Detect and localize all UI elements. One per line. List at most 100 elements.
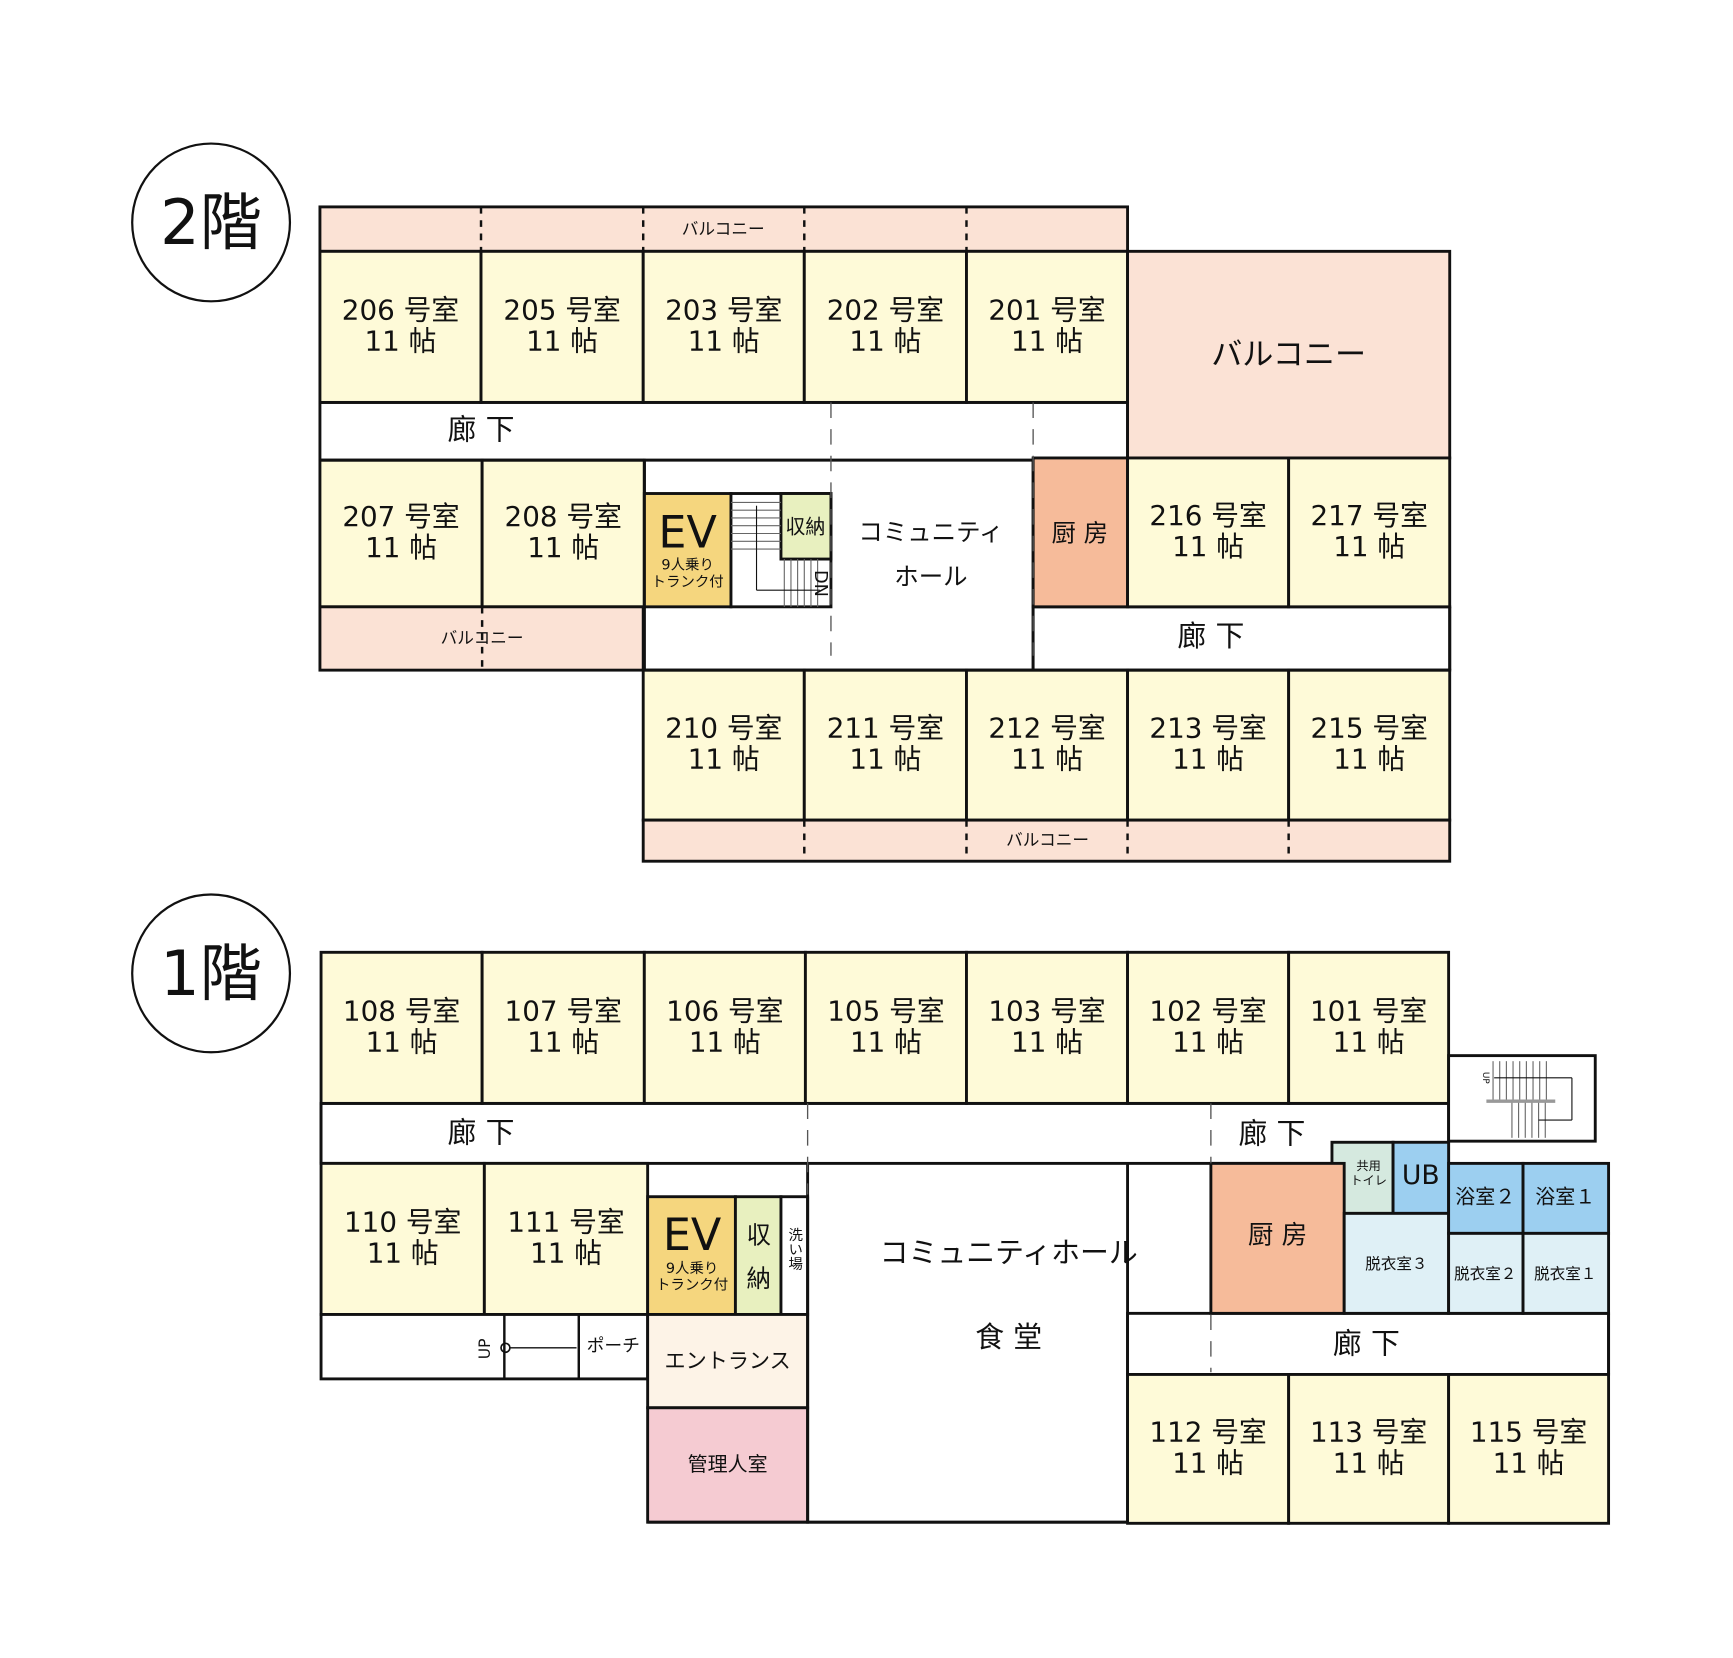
floor-2-badge — [131, 142, 292, 303]
room-number: 216 号室 — [1149, 499, 1266, 532]
room-number: 108 号室 — [343, 994, 460, 1027]
stairs-1f — [1447, 1054, 1597, 1143]
corridor-label: 廊 下 — [448, 412, 515, 446]
elevator-label: EV — [663, 1210, 722, 1261]
room-number: 105 号室 — [827, 994, 944, 1027]
elevator-note: トランク付 — [652, 573, 724, 590]
community-hall-1f — [806, 1101, 1130, 1524]
room-number: 107 号室 — [505, 994, 622, 1027]
manager-room-label: 管理人室 — [688, 1452, 768, 1476]
room-number: 106 号室 — [666, 994, 783, 1027]
elevator-note: 9人乗り — [661, 557, 714, 574]
storage-1f — [733, 1195, 783, 1316]
room-7 — [1126, 456, 1291, 609]
room-size: 11 帖 — [1333, 530, 1405, 563]
storage-label: 収 — [747, 1221, 771, 1250]
elevator-label: EV — [658, 508, 717, 559]
dressing-room-label: 脱衣室１ — [1534, 1265, 1596, 1283]
room-0 — [318, 249, 483, 404]
stairs-dn-label: DN — [810, 570, 830, 597]
room-number: 215 号室 — [1311, 712, 1428, 745]
corridor-label: 廊 下 — [448, 1115, 515, 1149]
corridor-label: 廊 下 — [1177, 619, 1244, 653]
room-11 — [965, 668, 1130, 822]
room-number: 111 号室 — [507, 1205, 624, 1238]
room-number: 112 号室 — [1149, 1415, 1266, 1448]
unit-bath-label: UB — [1402, 1160, 1440, 1191]
balcony-label: バルコニー — [441, 629, 524, 648]
room-number: 207 号室 — [342, 500, 459, 533]
room-number: 217 号室 — [1311, 499, 1428, 532]
room-11 — [1447, 1373, 1611, 1525]
room-size: 11 帖 — [527, 1025, 599, 1058]
room-fills — [131, 142, 1611, 1525]
room-size: 11 帖 — [526, 324, 598, 357]
community-hall-label: ホール — [894, 562, 967, 591]
room-number: 213 号室 — [1149, 712, 1266, 745]
entrance-label: エントランス — [665, 1348, 791, 1373]
entrance — [646, 1313, 810, 1410]
washroom — [779, 1195, 810, 1316]
room-size: 11 帖 — [1493, 1446, 1565, 1479]
room-6 — [1287, 950, 1451, 1105]
room-4 — [965, 249, 1130, 404]
room-9 — [1126, 1373, 1291, 1525]
elevator-note: トランク付 — [656, 1277, 728, 1294]
room-size: 11 帖 — [1011, 324, 1083, 357]
room-size: 11 帖 — [1172, 1446, 1244, 1479]
room-number: 210 号室 — [665, 712, 782, 745]
room-number: 102 号室 — [1149, 994, 1266, 1027]
room-size: 11 帖 — [365, 531, 437, 564]
room-1 — [480, 950, 646, 1105]
dressing-room-label: 脱衣室３ — [1365, 1255, 1427, 1273]
elevator-2f — [642, 492, 733, 609]
room-size: 11 帖 — [1172, 530, 1244, 563]
room-number: 201 号室 — [988, 293, 1105, 326]
room-number: 103 号室 — [988, 994, 1105, 1027]
balcony-large-label: バルコニー — [1211, 337, 1366, 373]
floor-1-title: 1階 — [160, 937, 262, 1010]
room-size: 11 帖 — [850, 1025, 922, 1058]
room-2 — [642, 950, 807, 1105]
corridor-2f-upper — [318, 400, 1130, 462]
stairs-up-label: UP — [1480, 1072, 1490, 1084]
balcony-2f-bottom — [641, 818, 1452, 863]
community-hall-label: コミュニティ — [858, 518, 1003, 547]
room-number: 113 号室 — [1310, 1415, 1427, 1448]
balcony-label: バルコニー — [1006, 831, 1089, 850]
room-number: 203 号室 — [665, 293, 782, 326]
bathroom-label: 浴室１ — [1535, 1184, 1595, 1208]
room-10 — [1287, 1373, 1451, 1525]
room-number: 208 号室 — [505, 500, 622, 533]
dining-label: 食 堂 — [975, 1320, 1042, 1354]
room-3 — [802, 249, 968, 404]
room-size: 11 帖 — [527, 531, 599, 564]
room-number: 206 号室 — [342, 293, 459, 326]
balcony-label: バルコニー — [682, 220, 765, 239]
room-6 — [480, 458, 646, 609]
labels: 2階バルコニー206 号室11 帖205 号室11 帖203 号室11 帖202… — [160, 186, 1596, 1479]
toilet-label: トイレ — [1350, 1174, 1387, 1188]
room-size: 11 帖 — [1172, 1025, 1244, 1058]
room-size: 11 帖 — [849, 324, 921, 357]
dressing-room-1 — [1521, 1231, 1611, 1315]
room-0 — [319, 950, 484, 1105]
corridor-2f-lower — [1031, 605, 1452, 672]
dressing-room-label: 脱衣室２ — [1454, 1265, 1516, 1283]
elevator-note: 9人乗り — [666, 1260, 719, 1277]
bathroom-label: 浴室２ — [1455, 1184, 1515, 1208]
elevator-1f — [646, 1195, 737, 1316]
floor-1-badge — [131, 893, 292, 1054]
wall-lines — [319, 206, 1611, 1524]
storage-label: 納 — [747, 1264, 771, 1293]
room-size: 11 帖 — [688, 743, 760, 776]
room-size: 11 帖 — [1333, 1446, 1405, 1479]
room-number: 202 号室 — [827, 293, 944, 326]
room-size: 11 帖 — [688, 324, 760, 357]
room-size: 11 帖 — [1011, 1025, 1083, 1058]
room-8 — [482, 1161, 650, 1316]
room-size: 11 帖 — [530, 1236, 602, 1269]
room-13 — [1287, 668, 1452, 822]
room-number: 115 号室 — [1470, 1415, 1587, 1448]
